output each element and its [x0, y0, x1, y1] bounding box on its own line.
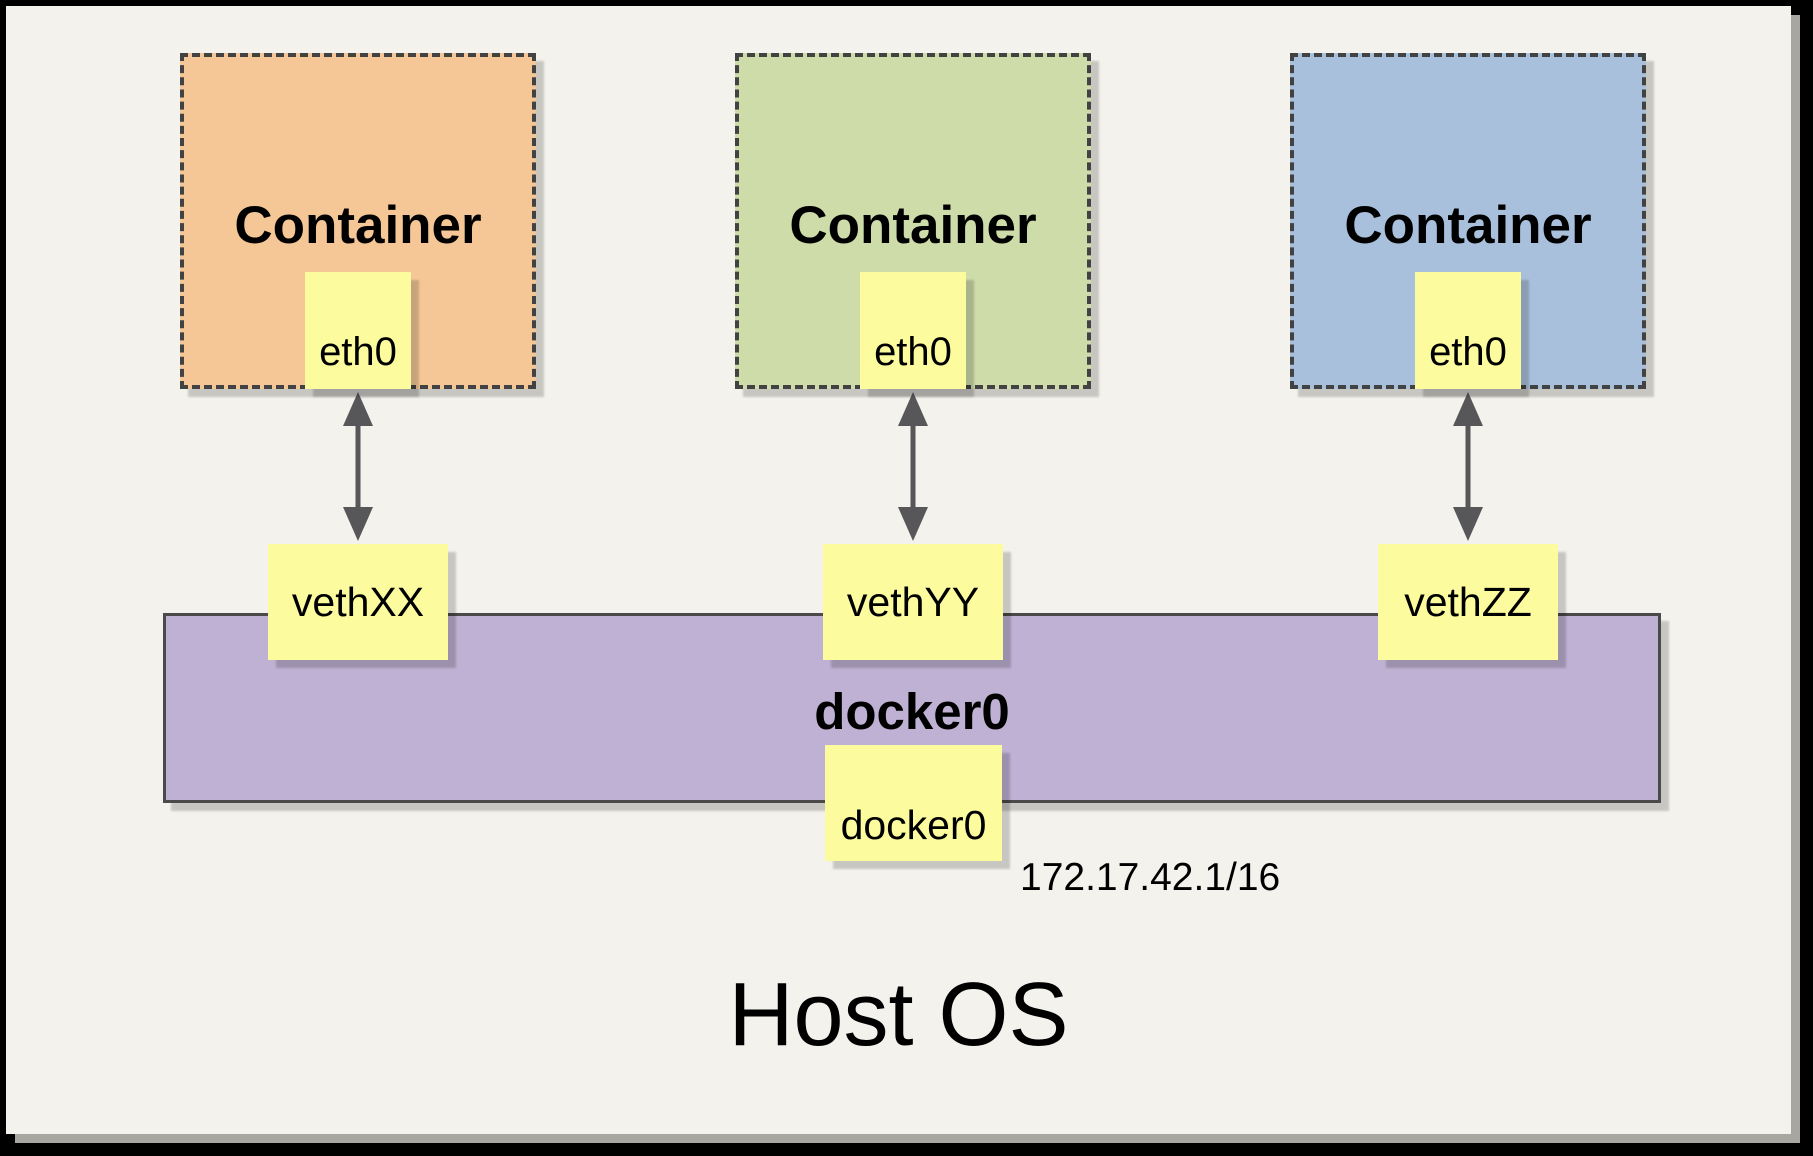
arrow-eth0-vethXX	[343, 392, 373, 541]
connection-arrows	[343, 392, 1483, 541]
container-2-label: Container	[789, 196, 1037, 255]
docker0-ip-label: 172.17.42.1/16	[1020, 856, 1281, 899]
container-3-label: Container	[1344, 196, 1592, 255]
vethZZ-node: vethZZ	[1378, 544, 1558, 660]
vethXX-node: vethXX	[268, 544, 448, 660]
eth0-node-3: eth0	[1415, 272, 1521, 389]
arrow-eth0-vethZZ	[1453, 392, 1483, 541]
vethYY-node: vethYY	[823, 544, 1003, 660]
docker0-bridge-label: docker0	[814, 683, 1010, 740]
eth0-node-1: eth0	[305, 272, 411, 389]
arrow-eth0-vethYY	[898, 392, 928, 541]
eth0-node-2: eth0	[860, 272, 966, 389]
host-os-panel: Container Container Container eth0 eth0 …	[6, 6, 1791, 1134]
host-os-title: Host OS	[728, 965, 1069, 1065]
docker0-interface-node: docker0	[825, 745, 1002, 861]
container-1-label: Container	[234, 196, 482, 255]
